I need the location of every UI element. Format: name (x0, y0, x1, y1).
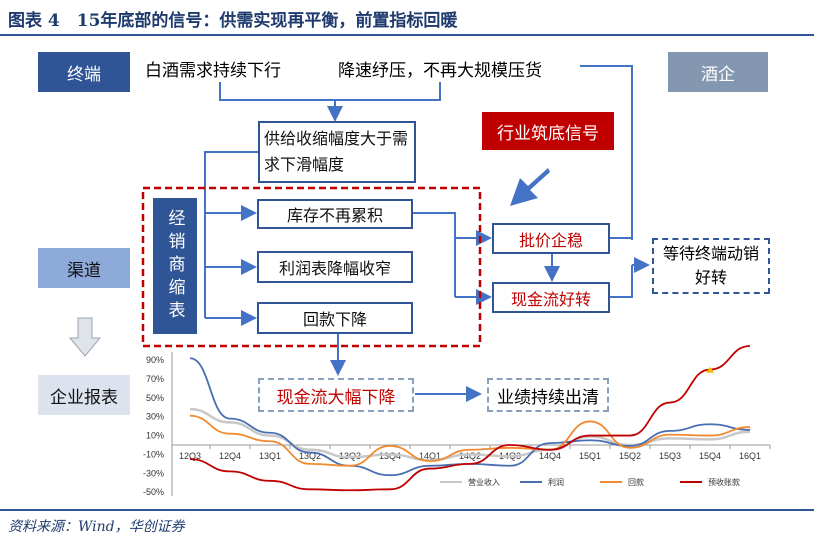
dealer-dashed-frame (141, 186, 482, 348)
series-line-0 (189, 407, 751, 462)
footer-rule (0, 509, 814, 511)
dealer-label: 经销商缩表 (153, 198, 197, 334)
series-line-3 (189, 345, 751, 492)
series-line-2 (189, 414, 751, 467)
signal-label: 行业筑底信号 (482, 112, 614, 150)
x-tick-label: 13Q1 (259, 451, 281, 461)
dealer-item-profit: 利润表降幅收窄 (257, 251, 413, 283)
signal-arrow-icon (510, 168, 550, 206)
source-note: 资料来源：Wind，华创证券 (8, 519, 185, 535)
x-tick-label: 15Q4 (699, 451, 721, 461)
label-report: 企业报表 (38, 375, 130, 415)
x-tick-label: 16Q1 (739, 451, 761, 461)
legend-label: 预收账款 (708, 477, 740, 487)
down-arrow-icon (68, 317, 102, 357)
legend-label: 回款 (628, 477, 644, 487)
clearing-box: 业绩持续出清 (487, 378, 609, 412)
price-stable-box: 批价企稳 (492, 223, 610, 254)
legend-label: 营业收入 (468, 477, 500, 487)
marker-triangle-icon (706, 366, 714, 373)
x-tick-label: 15Q3 (659, 451, 681, 461)
cashflow-better-box: 现金流好转 (492, 282, 610, 313)
x-tick-label: 12Q4 (219, 451, 241, 461)
y-tick-label: -50% (143, 487, 164, 497)
label-terminal: 终端 (38, 52, 130, 92)
supply-box: 供给收缩幅度大于需求下滑幅度 (258, 121, 416, 183)
x-tick-label: 14Q4 (539, 451, 561, 461)
y-tick-label: 10% (146, 431, 164, 441)
cash-drop-box: 现金流大幅下降 (258, 378, 414, 412)
x-tick-label: 15Q1 (579, 451, 601, 461)
label-winery: 酒企 (668, 52, 768, 92)
dealer-item-inventory: 库存不再累积 (257, 199, 413, 229)
label-channel: 渠道 (38, 248, 130, 288)
x-tick-label: 12Q3 (179, 451, 201, 461)
x-tick-label: 13Q4 (379, 451, 401, 461)
terminal-destock-text: 降速纾压，不再大规模压货 (338, 61, 542, 81)
x-tick-label: 15Q2 (619, 451, 641, 461)
wait-terminal-box: 等待终端动销好转 (652, 238, 770, 294)
dealer-item-payment: 回款下降 (257, 302, 413, 334)
x-tick-label: 13Q3 (339, 451, 361, 461)
x-tick-label: 13Q2 (299, 451, 321, 461)
title-rule (0, 34, 814, 36)
y-tick-label: 30% (146, 412, 164, 422)
y-tick-label: 70% (146, 374, 164, 384)
y-tick-label: 90% (146, 355, 164, 365)
terminal-demand-text: 白酒需求持续下行 (145, 61, 281, 81)
y-tick-label: -10% (143, 449, 164, 459)
x-tick-label: 14Q2 (459, 451, 481, 461)
x-tick-label: 14Q1 (419, 451, 441, 461)
y-tick-label: 50% (146, 393, 164, 403)
legend-label: 利润 (548, 477, 564, 487)
y-tick-label: -30% (143, 468, 164, 478)
figure-title: 图表 4 15年底部的信号：供需实现再平衡，前置指标回暖 (8, 11, 458, 31)
